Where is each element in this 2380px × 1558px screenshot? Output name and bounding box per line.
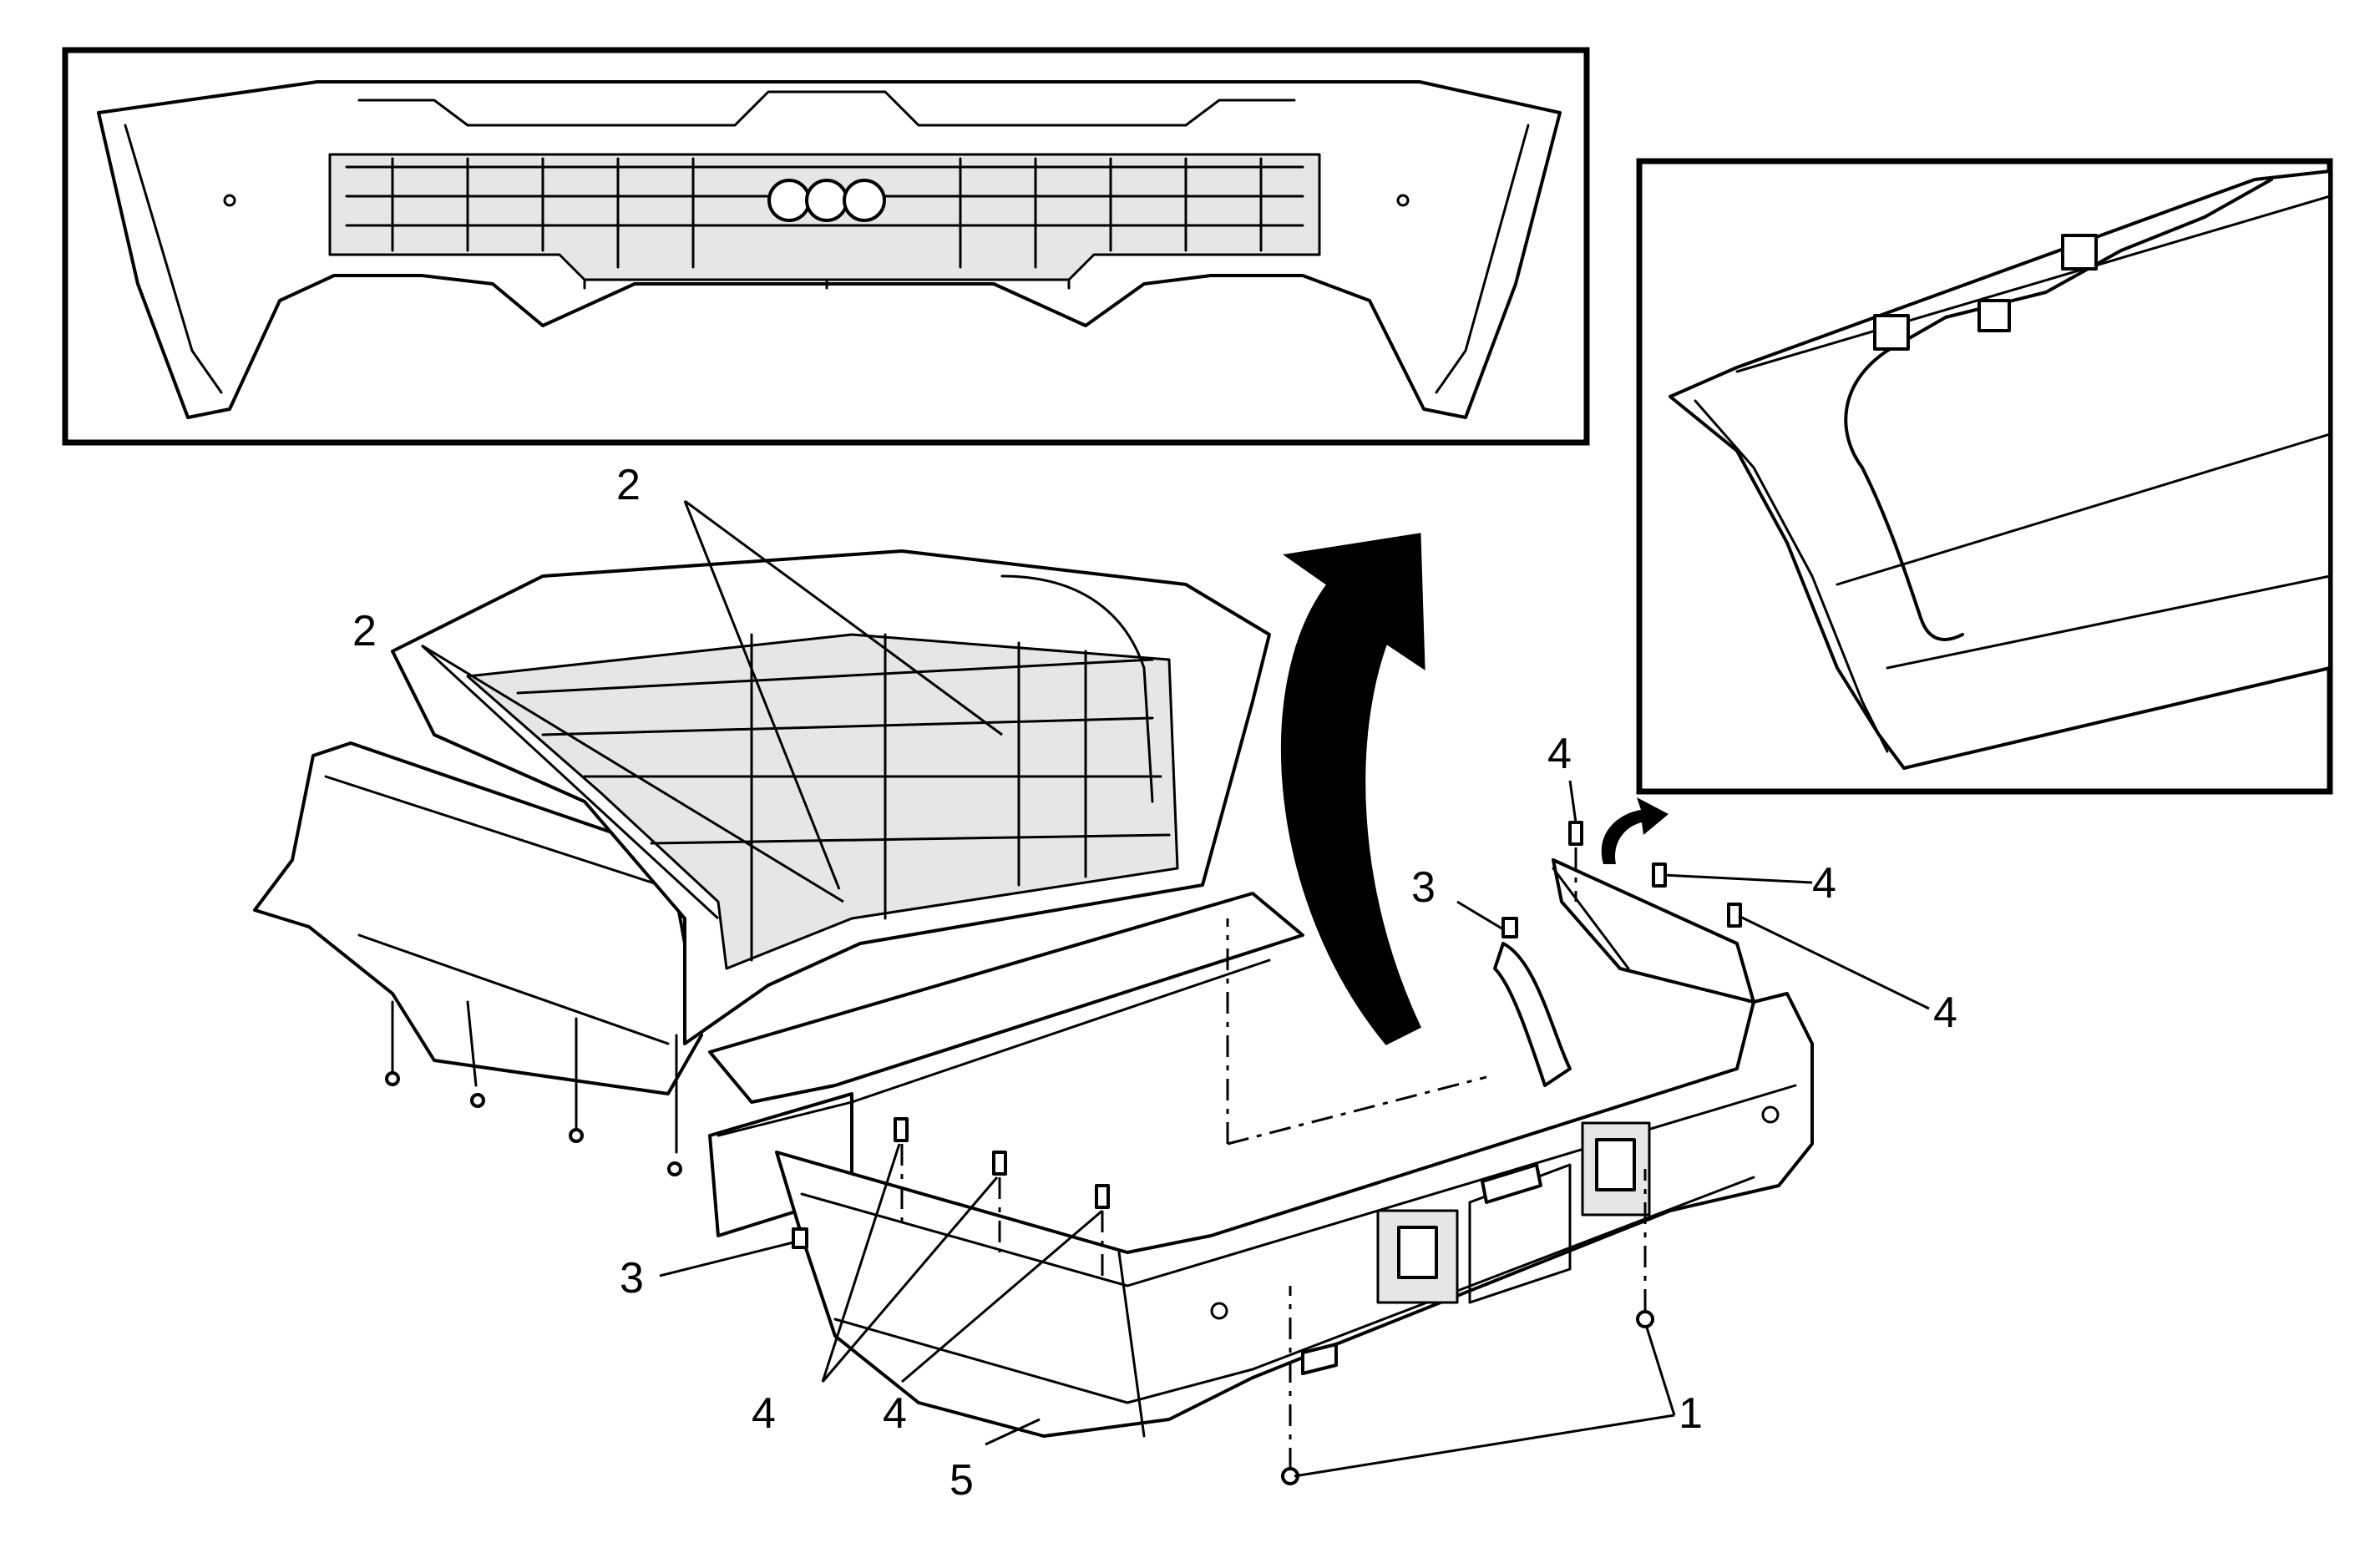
small-removal-arrow (1601, 797, 1669, 864)
fastener-4-a (894, 1117, 909, 1142)
callout-labels: 2 2 3 4 4 4 3 4 4 5 1 (352, 461, 1957, 1505)
callout-3-left: 3 (620, 1254, 644, 1303)
inset-fascia-inner-view (62, 47, 1590, 446)
rear-bumper-fascia (775, 858, 1814, 1438)
callout-4-bottom-center: 4 (883, 1389, 907, 1438)
callout-5-fascia: 5 (949, 1456, 974, 1505)
leader-lines (420, 499, 1930, 1478)
fastener-4-f (1727, 903, 1742, 928)
fastener-4-e (1652, 862, 1667, 888)
inset-wiring-detail (1636, 158, 2333, 795)
fastener-1-right (1636, 1310, 1654, 1328)
fastener-4-c (1095, 1184, 1110, 1209)
fasteners (792, 821, 1742, 1485)
callout-4-right-middle: 4 (1812, 859, 1836, 908)
vehicle-rear-body (253, 549, 1304, 1237)
callout-4-top-right: 4 (1547, 730, 1572, 778)
fastener-4-b (992, 1151, 1007, 1176)
fastener-3-left (792, 1227, 808, 1249)
alignment-lines (900, 847, 1647, 1469)
callout-1-fasteners: 1 (1679, 1389, 1703, 1438)
callout-2-upper: 2 (616, 461, 641, 509)
removal-arrow (1281, 533, 1425, 1045)
callout-3-right: 3 (1411, 863, 1436, 912)
fastener-3-right (1501, 917, 1518, 938)
fastener-4-d (1568, 821, 1583, 846)
callout-2-left: 2 (352, 607, 377, 655)
callout-4-bottom-left: 4 (752, 1389, 776, 1438)
callout-4-right-lower: 4 (1933, 989, 1957, 1037)
